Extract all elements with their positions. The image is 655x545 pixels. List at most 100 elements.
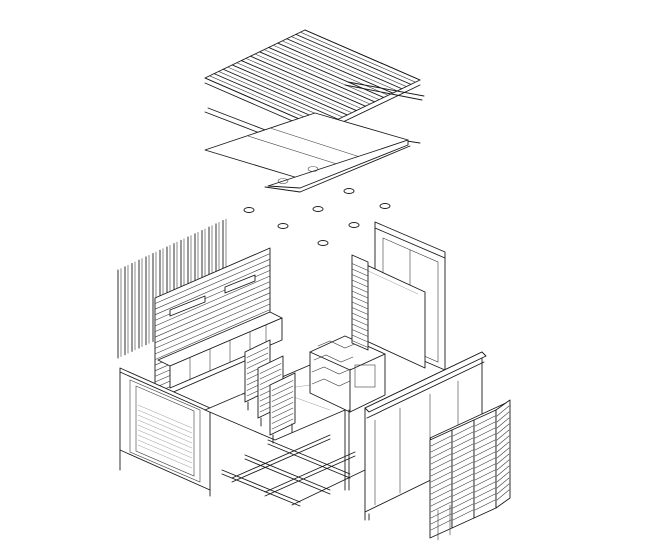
slatted-door-leaf [429, 429, 453, 539]
window-slat [137, 424, 193, 449]
door-slat [452, 497, 474, 509]
window-slat [137, 404, 193, 429]
slat-column-line [351, 340, 369, 348]
mobile-panel-slat [271, 380, 294, 391]
door-slat [496, 477, 510, 489]
door-slat [452, 491, 474, 503]
window-slat [137, 429, 193, 454]
door-slat [430, 471, 452, 483]
door-slat [474, 433, 496, 445]
back-wall-slat [154, 258, 271, 310]
door-slat [452, 449, 474, 461]
door-slat [430, 495, 452, 507]
floor-grid-beams [221, 434, 366, 507]
door-slat [430, 519, 452, 531]
door-slat [474, 463, 496, 475]
back-wall-slat [154, 298, 271, 349]
door-slat [496, 471, 510, 483]
door-slat [430, 483, 452, 495]
door-slat [452, 437, 474, 449]
door-slat [430, 513, 452, 525]
door-slat [496, 459, 510, 471]
mobile-panel-slat [246, 347, 269, 358]
slat-column-line [351, 290, 369, 299]
door-slat [474, 487, 496, 499]
door-slat [452, 509, 474, 521]
left-slat-wall [117, 218, 227, 359]
door-slat [496, 453, 510, 465]
back-display-wall [154, 247, 283, 401]
door-slat [452, 467, 474, 479]
slat-column-line [351, 318, 369, 326]
door-slat [430, 459, 452, 471]
door-slat [496, 405, 510, 417]
slat-column-line [351, 285, 369, 293]
door-slat [430, 465, 452, 477]
mobile-panel-slat [259, 368, 282, 380]
roof-slat [245, 58, 362, 109]
slat-column-line [351, 334, 369, 343]
door-slat [496, 483, 510, 495]
roof-slat [277, 42, 394, 94]
door-slat [452, 461, 474, 473]
slatted-door-leaf [495, 399, 511, 509]
slat-column-line [351, 329, 369, 337]
stair-seating-module [309, 335, 386, 413]
roof-slat [250, 55, 366, 107]
roof-slat [295, 33, 412, 85]
roof-slats [204, 29, 421, 134]
roof-slat [236, 62, 353, 114]
window-slat [137, 409, 193, 434]
roof-slat [240, 60, 357, 111]
slat-column-line [351, 279, 369, 288]
slat-column-line [351, 301, 369, 310]
slatted-door-leaf [473, 409, 497, 519]
door-slat [474, 445, 496, 457]
mobile-panel-slat [271, 385, 294, 397]
right-slatted-doors [429, 399, 511, 541]
slat-column-line [351, 263, 369, 271]
door-slat [496, 429, 510, 441]
door-slat [496, 489, 510, 501]
door-slat [430, 477, 452, 489]
door-slat [430, 453, 452, 465]
door-slat [496, 423, 510, 435]
back-wall-slat [154, 303, 271, 355]
window-slat [137, 419, 193, 444]
mobile-panel-slat [246, 358, 269, 369]
ceiling-board [204, 112, 411, 193]
roof-slat [231, 64, 348, 116]
door-slat [496, 417, 510, 429]
roof-slat [281, 40, 398, 92]
back-wall-slat [154, 275, 271, 327]
door-slat [496, 441, 510, 453]
mobile-panel-slat [271, 402, 294, 413]
roof-slat [222, 68, 339, 120]
door-slat [474, 481, 496, 493]
mobile-panel-slat [271, 396, 294, 408]
door-slat [474, 415, 496, 427]
back-wall-slat [154, 292, 271, 344]
roof-slat [254, 53, 371, 105]
roof-slat [263, 49, 380, 100]
door-slat [452, 473, 474, 485]
window-slat [137, 439, 193, 464]
slat-column-line [351, 274, 369, 282]
door-slat [452, 443, 474, 455]
door-slat [474, 499, 496, 511]
door-slat [496, 435, 510, 447]
door-slat [452, 431, 474, 443]
roof-slat [272, 44, 389, 96]
slat-column-line [351, 268, 369, 277]
door-slat [474, 427, 496, 439]
mobile-display-panels [244, 339, 296, 444]
door-slat [430, 489, 452, 501]
back-wall-slat [154, 309, 271, 360]
door-slat [430, 441, 452, 453]
back-wall-slat [154, 253, 271, 304]
door-slat [452, 485, 474, 497]
downlight-fixtures [243, 188, 391, 246]
mobile-panel-slat [271, 407, 294, 419]
